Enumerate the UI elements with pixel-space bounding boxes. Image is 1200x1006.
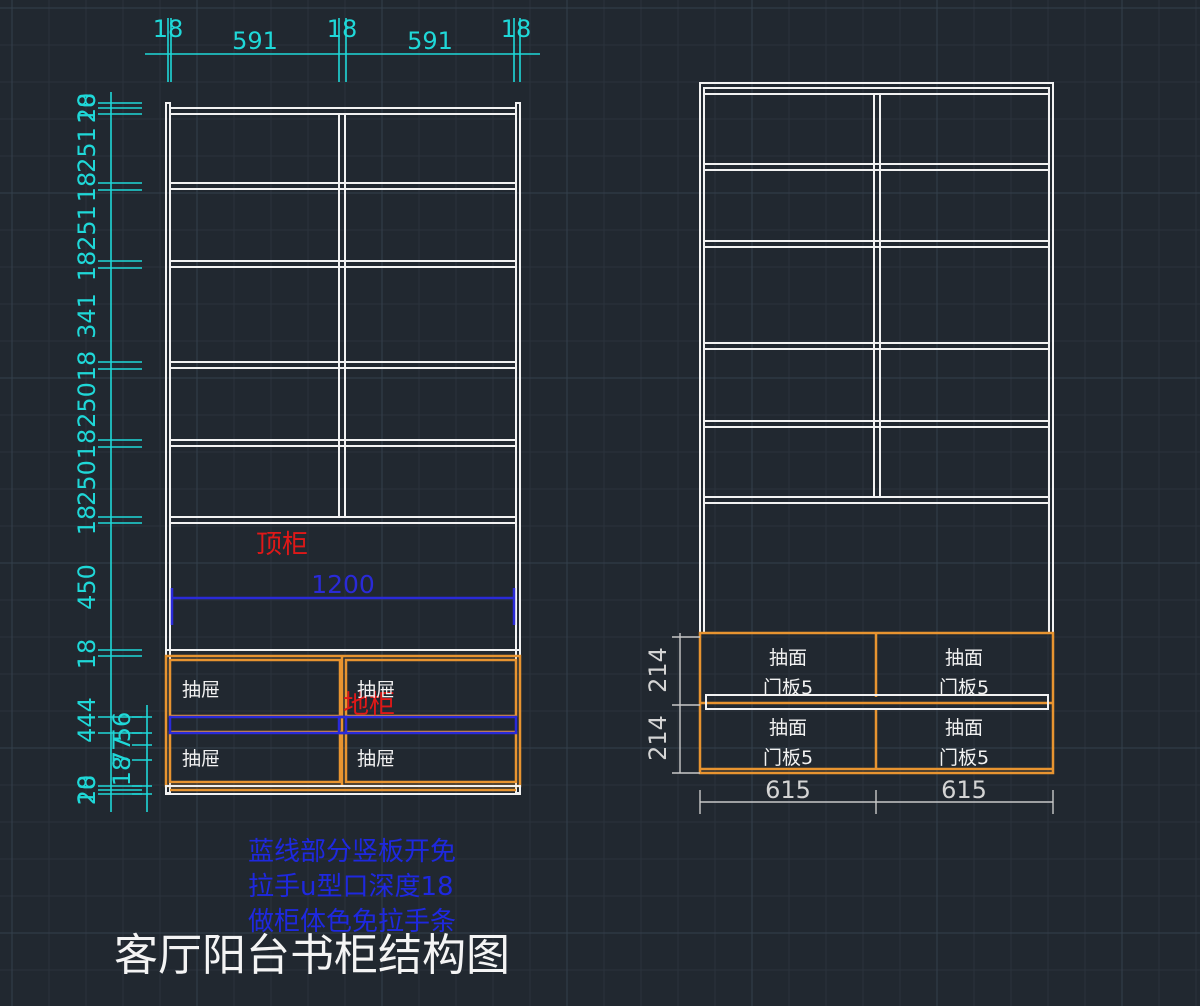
note-line: 蓝线部分竖板开免 [248, 837, 456, 867]
dim-label: 250 [73, 460, 101, 506]
note-line: 拉手u型口深度18 [248, 872, 454, 902]
handle-groove-center [337, 715, 348, 735]
dim-label: 615 [765, 776, 811, 804]
dim-label: 18 [73, 775, 101, 806]
shelf-panel [703, 342, 1050, 350]
dim-label: 591 [232, 27, 278, 55]
shelf-panel [703, 496, 1050, 504]
dim-label: 450 [73, 564, 101, 610]
side-center-divider [873, 93, 881, 498]
dim-label: 18 [108, 756, 136, 787]
shelf-panel [169, 439, 517, 447]
dim-label: 444 [73, 697, 101, 743]
dim-label: 18 [73, 505, 101, 536]
side-bottom-dimensions: 615 615 [699, 776, 1054, 814]
dim-label: 18 [73, 93, 101, 124]
front-view-cabinet: 1200 顶柜 地柜 抽屉 抽屉 抽屉 抽屉 [164, 102, 522, 795]
dim-label: 18 [153, 15, 184, 43]
drawer-label: 抽屉 [182, 748, 220, 770]
side-view-cabinet: 抽面 抽面 门板5 门板5 抽面 抽面 门板5 门板5 [698, 82, 1055, 775]
side-left-dimensions: 214 214 [644, 633, 700, 774]
width-dimension-label: 1200 [311, 570, 375, 599]
note-line: 做柜体色免拉手条 [248, 907, 456, 937]
center-divider [338, 113, 346, 518]
dim-label: 18 [73, 351, 101, 382]
drawer-front-label: 抽面 [945, 717, 983, 739]
shelf-panel [169, 182, 517, 190]
base-cabinet-label: 地柜 [343, 690, 395, 720]
drawer-label: 抽屉 [182, 679, 220, 701]
dim-label: 20 [73, 93, 101, 124]
dim-label: 214 [644, 715, 672, 761]
dim-label: 18 [73, 172, 101, 203]
shelf-panel [703, 163, 1050, 171]
dim-label: 214 [644, 647, 672, 693]
dim-label: 251 [73, 127, 101, 173]
notes: 蓝线部分竖板开免 拉手u型口深度18 做柜体色免拉手条 [248, 837, 456, 937]
dim-label: 591 [407, 27, 453, 55]
shelf-panel [703, 240, 1050, 248]
shelf-panel [169, 260, 517, 268]
dim-label: 18 [327, 15, 358, 43]
dim-label: 250 [73, 382, 101, 428]
drawer-label: 抽屉 [357, 748, 395, 770]
door-panel-label: 门板5 [763, 747, 813, 769]
door-panel-label: 门板5 [763, 677, 813, 699]
width-dimension: 1200 [170, 570, 516, 625]
dim-label: 18 [73, 429, 101, 460]
dim-label: 18 [73, 251, 101, 282]
front-shelves [169, 182, 517, 524]
dim-label: 18 [73, 639, 101, 670]
dim-label: 18 [501, 15, 532, 43]
drawer-label: 抽屉 [357, 679, 395, 701]
door-panel-label: 门板5 [939, 677, 989, 699]
door-panel-label: 门板5 [939, 747, 989, 769]
dim-label: 615 [941, 776, 987, 804]
dim-label: 20 [73, 775, 101, 806]
dim-label: 77 [108, 736, 136, 767]
plinth [165, 785, 521, 795]
top-dimension-chain: 18 591 18 591 18 [145, 15, 540, 82]
side-shelves [703, 163, 1050, 504]
drawer-front-label: 抽面 [945, 647, 983, 669]
dim-label: 341 [73, 293, 101, 339]
drawer-front-label: 抽面 [769, 717, 807, 739]
shelf-panel [703, 420, 1050, 428]
drawer-front-label: 抽面 [769, 647, 807, 669]
top-cabinet-label: 顶柜 [256, 530, 308, 560]
drawing-title: 客厅阳台书柜结构图 [114, 930, 510, 981]
shelf-panel [169, 516, 517, 524]
dim-label: 251 [73, 205, 101, 251]
handle-rail [705, 694, 1049, 710]
shelf-panel [169, 361, 517, 369]
dim-label: 56 [108, 712, 136, 743]
